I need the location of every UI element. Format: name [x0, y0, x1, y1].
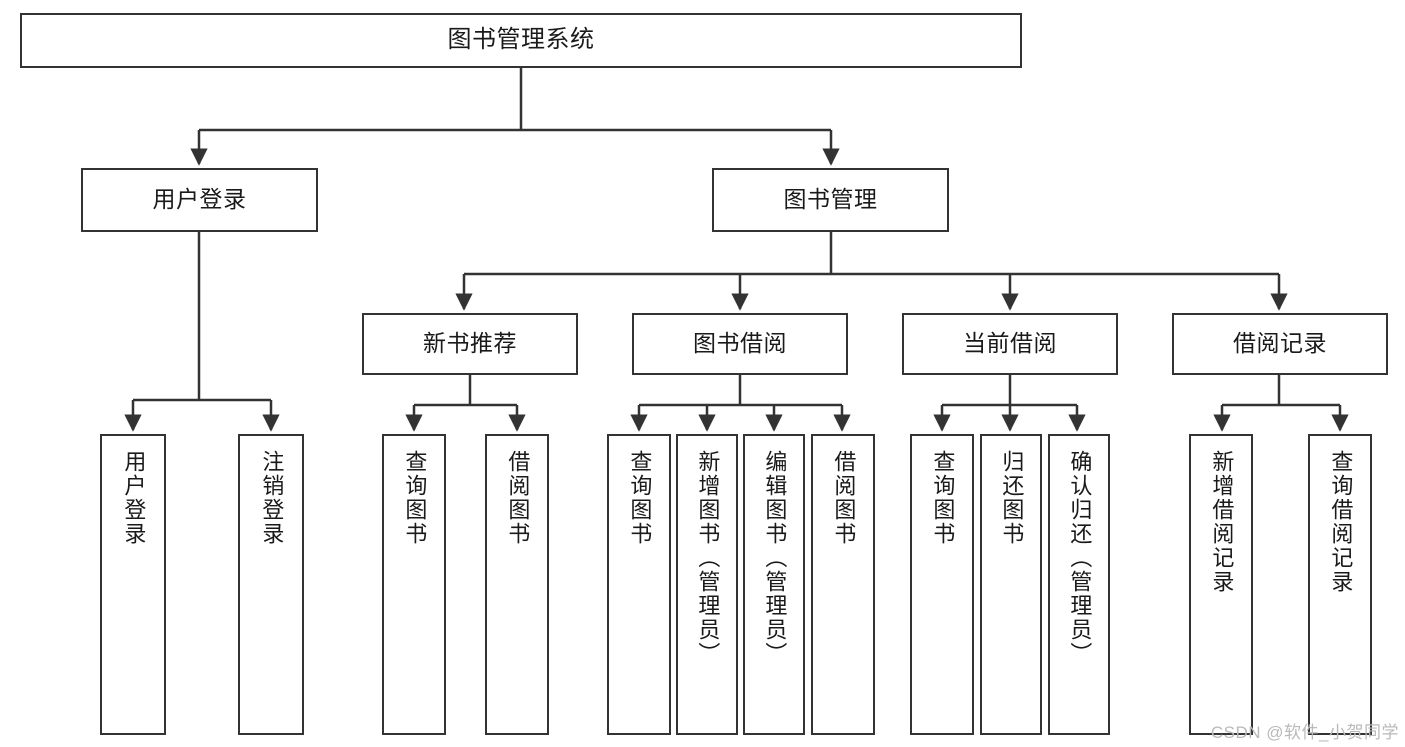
- node-label: 借阅图书: [505, 450, 531, 546]
- node-label: 借阅图书: [831, 450, 857, 546]
- node-label: 新增借阅记录: [1209, 450, 1235, 594]
- node-label: 查询借阅记录: [1328, 450, 1354, 594]
- node-book-borrow[interactable]: 图书借阅: [632, 313, 848, 375]
- leaf-add-borrow-record[interactable]: 新增借阅记录: [1189, 434, 1253, 735]
- node-label: 图书借阅: [693, 330, 787, 357]
- watermark: CSDN @软件_小贺同学: [1210, 723, 1399, 742]
- node-label: 借阅记录: [1233, 330, 1327, 357]
- leaf-edit-book[interactable]: 编辑图书（管理员）: [743, 434, 805, 735]
- leaf-add-book[interactable]: 新增图书（管理员）: [676, 434, 738, 735]
- node-label: 新增图书（管理员）: [695, 450, 721, 666]
- leaf-query-book-recommend[interactable]: 查询图书: [382, 434, 446, 735]
- node-label: 当前借阅: [963, 330, 1057, 357]
- leaf-logout[interactable]: 注销登录: [238, 434, 304, 735]
- node-label: 编辑图书（管理员）: [762, 450, 788, 666]
- node-user-login[interactable]: 用户登录: [81, 168, 318, 232]
- leaf-borrow-book-recommend[interactable]: 借阅图书: [485, 434, 549, 735]
- leaf-query-book-current[interactable]: 查询图书: [910, 434, 974, 735]
- node-label: 新书推荐: [423, 330, 517, 357]
- leaf-query-book-borrow[interactable]: 查询图书: [607, 434, 671, 735]
- leaf-confirm-return[interactable]: 确认归还（管理员）: [1048, 434, 1110, 735]
- node-label: 图书管理: [783, 186, 878, 213]
- node-label: 图书管理系统: [447, 26, 595, 54]
- node-label: 查询图书: [627, 450, 653, 546]
- node-borrow-record[interactable]: 借阅记录: [1172, 313, 1388, 375]
- leaf-borrow-book[interactable]: 借阅图书: [811, 434, 875, 735]
- node-label: 用户登录: [152, 186, 247, 213]
- node-label: 注销登录: [259, 450, 285, 546]
- node-label: 确认归还（管理员）: [1067, 450, 1093, 666]
- node-current-borrow[interactable]: 当前借阅: [902, 313, 1118, 375]
- leaf-return-book[interactable]: 归还图书: [980, 434, 1042, 735]
- node-label: 用户登录: [121, 450, 147, 546]
- node-label: 查询图书: [930, 450, 956, 546]
- node-label: 归还图书: [999, 450, 1025, 546]
- node-root-book-management-system[interactable]: 图书管理系统: [20, 13, 1022, 68]
- node-book-management[interactable]: 图书管理: [712, 168, 949, 232]
- node-label: 查询图书: [402, 450, 428, 546]
- leaf-query-borrow-record[interactable]: 查询借阅记录: [1308, 434, 1372, 735]
- leaf-user-login[interactable]: 用户登录: [100, 434, 166, 735]
- node-new-book-recommend[interactable]: 新书推荐: [362, 313, 578, 375]
